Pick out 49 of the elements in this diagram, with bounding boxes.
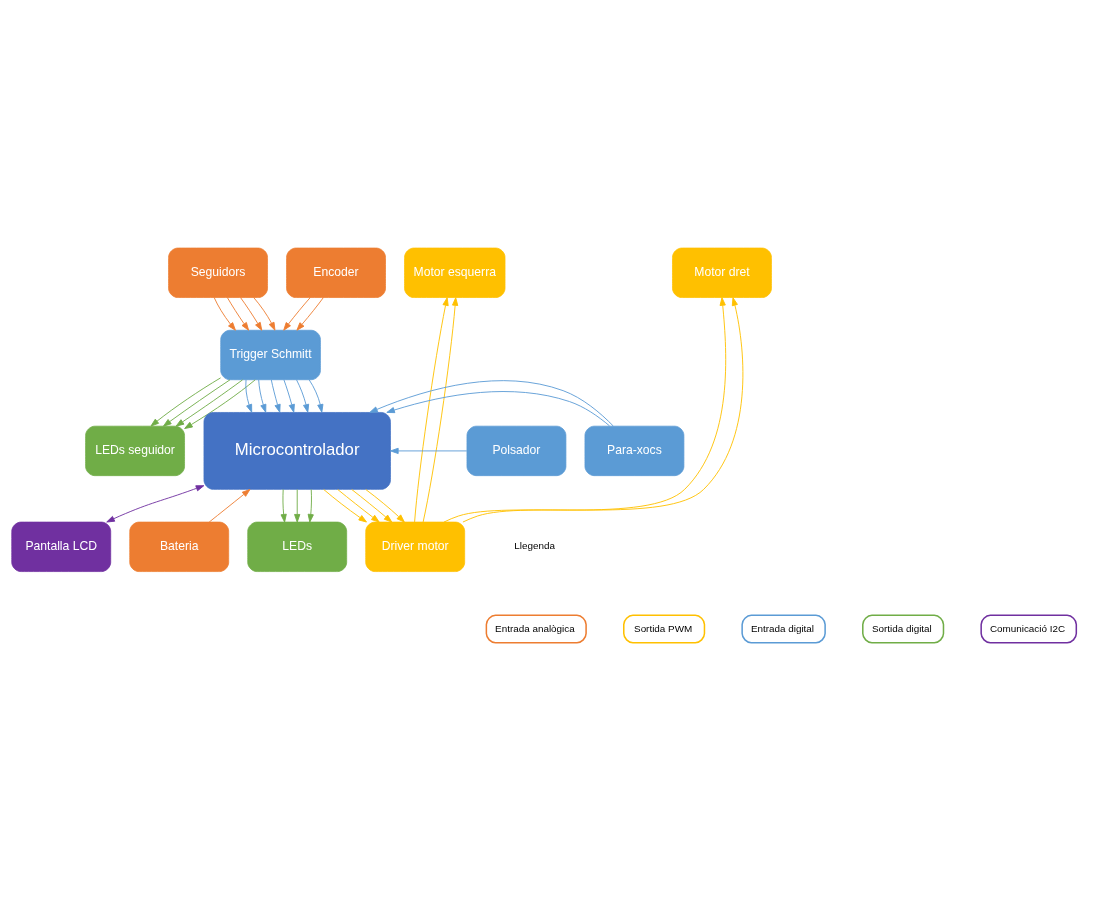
- arrow: [422, 297, 459, 523]
- arrow: [369, 380, 614, 427]
- node-box: Driver motor: [365, 521, 466, 572]
- arrow: [163, 379, 231, 427]
- legend-label: Entrada analògica: [495, 622, 575, 634]
- legend-label: Sortida PWM: [634, 622, 693, 634]
- node-box: Bateria: [129, 521, 230, 572]
- node-box: Seguidors: [168, 247, 268, 298]
- legend-label: Sortida digital: [871, 622, 932, 634]
- arrow: [240, 297, 263, 331]
- arrow: [258, 379, 267, 413]
- node-box: Encoder: [286, 247, 386, 298]
- arrow: [213, 297, 236, 331]
- arrow: [337, 489, 380, 523]
- arrow: [283, 379, 295, 413]
- legend-label: Entrada digital: [750, 622, 815, 634]
- label: Llegenda: [514, 540, 556, 552]
- arrow: [351, 489, 393, 523]
- node-box: Trigger Schmitt: [220, 329, 321, 381]
- node-box: LEDs: [247, 521, 348, 572]
- node-box: Pantalla LCD: [11, 521, 112, 572]
- arrow: [184, 379, 256, 429]
- node-box: Para-xocs: [584, 425, 685, 477]
- legend-label: Comunicació I2C: [989, 622, 1066, 634]
- arrow: [294, 489, 301, 523]
- arrow: [270, 379, 281, 413]
- arrow: [390, 447, 468, 455]
- node-box: LEDs seguidor: [85, 425, 185, 477]
- arrow: [150, 377, 222, 427]
- arrow: [106, 485, 205, 523]
- arrow: [175, 379, 244, 427]
- arrow: [308, 379, 324, 413]
- arrow: [280, 489, 287, 523]
- arrow: [323, 489, 367, 523]
- node-box: Motor dret: [672, 247, 772, 298]
- arrow: [386, 391, 610, 427]
- arrow: [307, 489, 314, 523]
- arrow: [296, 297, 324, 331]
- node-box: Microcontrolador: [203, 412, 391, 490]
- arrow: [283, 297, 311, 331]
- node-box: Polsador: [466, 425, 567, 477]
- arrow: [414, 297, 449, 523]
- arrow: [208, 489, 251, 523]
- arrow: [253, 297, 276, 331]
- arrow: [296, 379, 310, 413]
- arrow: [226, 297, 250, 331]
- arrow: [365, 489, 405, 523]
- node-box: Motor esquerra: [404, 247, 506, 298]
- arrow: [245, 379, 253, 413]
